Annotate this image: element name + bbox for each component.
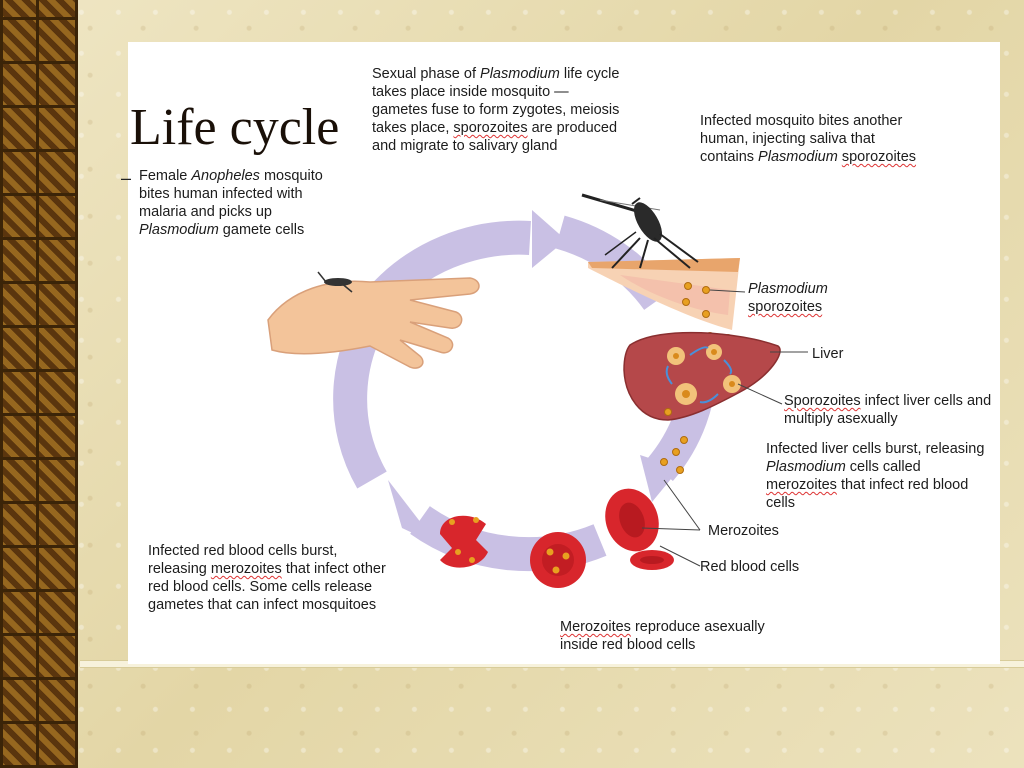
caption-sporozoites-infect: Sporozoites infect liver cells and multi… <box>784 393 992 427</box>
leader-lines <box>641 289 808 567</box>
caption-sexual-phase: Sexual phase of Plasmodium life cycle ta… <box>372 66 620 154</box>
human-hand-illustration <box>267 277 480 369</box>
biting-mosquito-icon <box>581 193 699 269</box>
liver-illustration <box>623 331 781 421</box>
label-merozoites: Merozoites <box>708 523 779 539</box>
red-blood-cells <box>440 488 674 588</box>
caption-infected-mosquito: Infected mosquito bites another human, i… <box>700 113 917 165</box>
mosquito-on-hand-icon <box>317 271 353 293</box>
merozoite-dots <box>660 408 688 474</box>
bullet-dash: – <box>121 168 132 188</box>
label-red-blood-cells: Red blood cells <box>700 559 800 575</box>
caption-merozoites-reproduce: Merozoites reproduce asexually inside re… <box>560 619 765 653</box>
skin-cross-section <box>588 258 740 330</box>
label-liver: Liver <box>812 346 844 362</box>
slide-title: Life cycle <box>130 99 340 156</box>
left-decorative-border <box>0 0 78 768</box>
caption-rbc-burst: Infected red blood cells burst, releasin… <box>148 543 386 613</box>
caption-liver-burst: Infected liver cells burst, releasing Pl… <box>766 441 985 511</box>
caption-female-mosquito: Female Anopheles mosquito bites human in… <box>139 168 323 238</box>
